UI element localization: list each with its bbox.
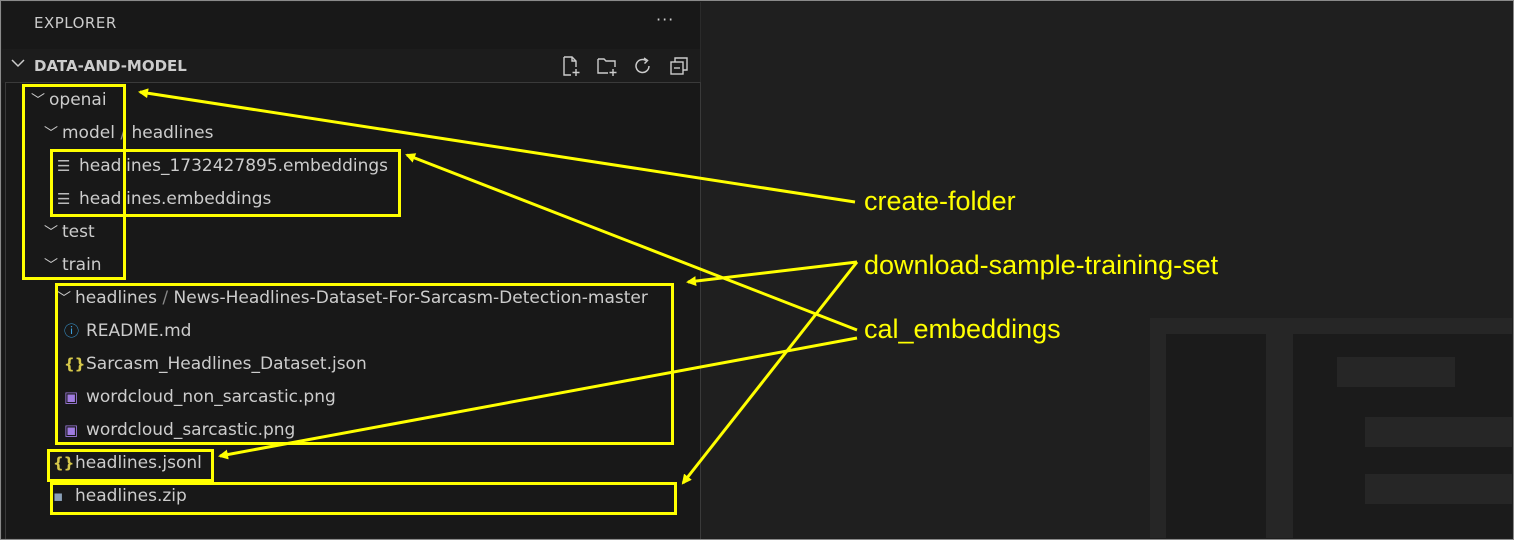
explorer-sidebar: EXPLORER ··· DATA-AND-MODEL xyxy=(2,2,701,539)
tree-file-wordcloud-non[interactable]: ▣ wordcloud_non_sarcastic.png xyxy=(64,382,336,412)
annotation-download: download-sample-training-set xyxy=(864,250,1219,280)
collapse-all-icon[interactable] xyxy=(668,55,690,77)
arrow-cal-jsonl xyxy=(218,336,858,460)
chevron-down-icon: ﹀ xyxy=(44,126,58,142)
folder-label: train xyxy=(62,255,102,275)
folder-label: model xyxy=(62,123,115,143)
explorer-title: EXPLORER xyxy=(34,14,117,32)
file-label: wordcloud_non_sarcastic.png xyxy=(86,387,336,407)
tree-folder-train[interactable]: ﹀train xyxy=(44,250,102,280)
file-label: headlines_1732427895.embeddings xyxy=(79,156,389,176)
tree-folder-test[interactable]: ﹀test xyxy=(44,217,95,247)
text-file-icon: ☰ xyxy=(57,157,71,175)
chevron-down-icon: ﹀ xyxy=(31,93,45,109)
new-file-icon[interactable] xyxy=(560,55,582,77)
zip-file-icon: ▪ xyxy=(53,487,64,505)
watermark-line xyxy=(1337,357,1455,387)
text-file-icon: ☰ xyxy=(57,190,71,208)
tree-file-sarcasm-json[interactable]: {}Sarcasm_Headlines_Dataset.json xyxy=(64,349,367,379)
chevron-down-icon: ﹀ xyxy=(44,258,58,274)
arrow-download-dataset xyxy=(686,260,858,287)
more-actions-icon[interactable]: ··· xyxy=(656,10,675,29)
folder-label: headlines xyxy=(75,288,157,308)
file-label: headlines.zip xyxy=(75,486,187,506)
watermark-line xyxy=(1365,417,1512,447)
explorer-header: EXPLORER ··· xyxy=(2,2,700,48)
folder-label: headlines xyxy=(131,123,214,143)
tree-file-readme[interactable]: ⓘ README.md xyxy=(64,316,191,346)
json-icon: {} xyxy=(64,355,86,373)
image-icon: ▣ xyxy=(64,388,79,406)
watermark-block xyxy=(1166,334,1266,538)
editor-area xyxy=(701,2,1512,538)
tree-file-embeddings-ts[interactable]: ☰ headlines_1732427895.embeddings xyxy=(57,151,388,181)
annotation-cal-embeddings: cal_embeddings xyxy=(864,314,1061,344)
workspace-section-header[interactable]: DATA-AND-MODEL xyxy=(2,49,700,83)
highlight-jsonl xyxy=(47,449,214,482)
image-icon: ▣ xyxy=(64,421,79,439)
workspace-title: DATA-AND-MODEL xyxy=(34,57,187,75)
tree-file-embeddings[interactable]: ☰ headlines.embeddings xyxy=(57,184,271,214)
chevron-down-icon: ﹀ xyxy=(44,225,58,241)
json-icon: {} xyxy=(53,454,75,472)
new-folder-icon[interactable] xyxy=(596,55,618,77)
folder-label: test xyxy=(62,222,95,242)
tree-file-wordcloud-sar[interactable]: ▣ wordcloud_sarcastic.png xyxy=(64,415,295,445)
highlight-zip xyxy=(50,482,677,515)
tree-folder-openai[interactable]: ﹀openai xyxy=(31,85,107,115)
arrow-download-zip xyxy=(681,261,859,485)
file-label: wordcloud_sarcastic.png xyxy=(86,420,296,440)
annotation-create-folder: create-folder xyxy=(864,186,1016,216)
highlight-openai-tree xyxy=(22,84,126,280)
file-label: README.md xyxy=(86,321,192,341)
file-label: headlines.jsonl xyxy=(75,453,202,473)
watermark-line xyxy=(1365,474,1512,504)
file-label: headlines.embeddings xyxy=(79,189,272,209)
folder-label: News-Headlines-Dataset-For-Sarcasm-Detec… xyxy=(173,288,648,308)
highlight-embeddings xyxy=(50,149,401,217)
arrow-cal-embeddings xyxy=(405,153,858,332)
chevron-down-icon[interactable] xyxy=(10,55,26,75)
tree-file-jsonl[interactable]: {}headlines.jsonl xyxy=(53,448,202,478)
refresh-icon[interactable] xyxy=(632,55,654,77)
tree-container xyxy=(5,82,701,539)
file-label: Sarcasm_Headlines_Dataset.json xyxy=(86,354,367,374)
highlight-dataset xyxy=(55,283,674,445)
folder-label: openai xyxy=(49,90,107,110)
tree-folder-model-headlines[interactable]: ﹀model / headlines xyxy=(44,118,213,148)
tree-file-zip[interactable]: ▪ headlines.zip xyxy=(53,481,187,511)
arrow-create-folder xyxy=(138,88,856,204)
chevron-down-icon: ﹀ xyxy=(57,291,71,307)
info-icon: ⓘ xyxy=(64,322,80,340)
tree-folder-dataset[interactable]: ﹀headlines / News-Headlines-Dataset-For-… xyxy=(57,283,648,313)
